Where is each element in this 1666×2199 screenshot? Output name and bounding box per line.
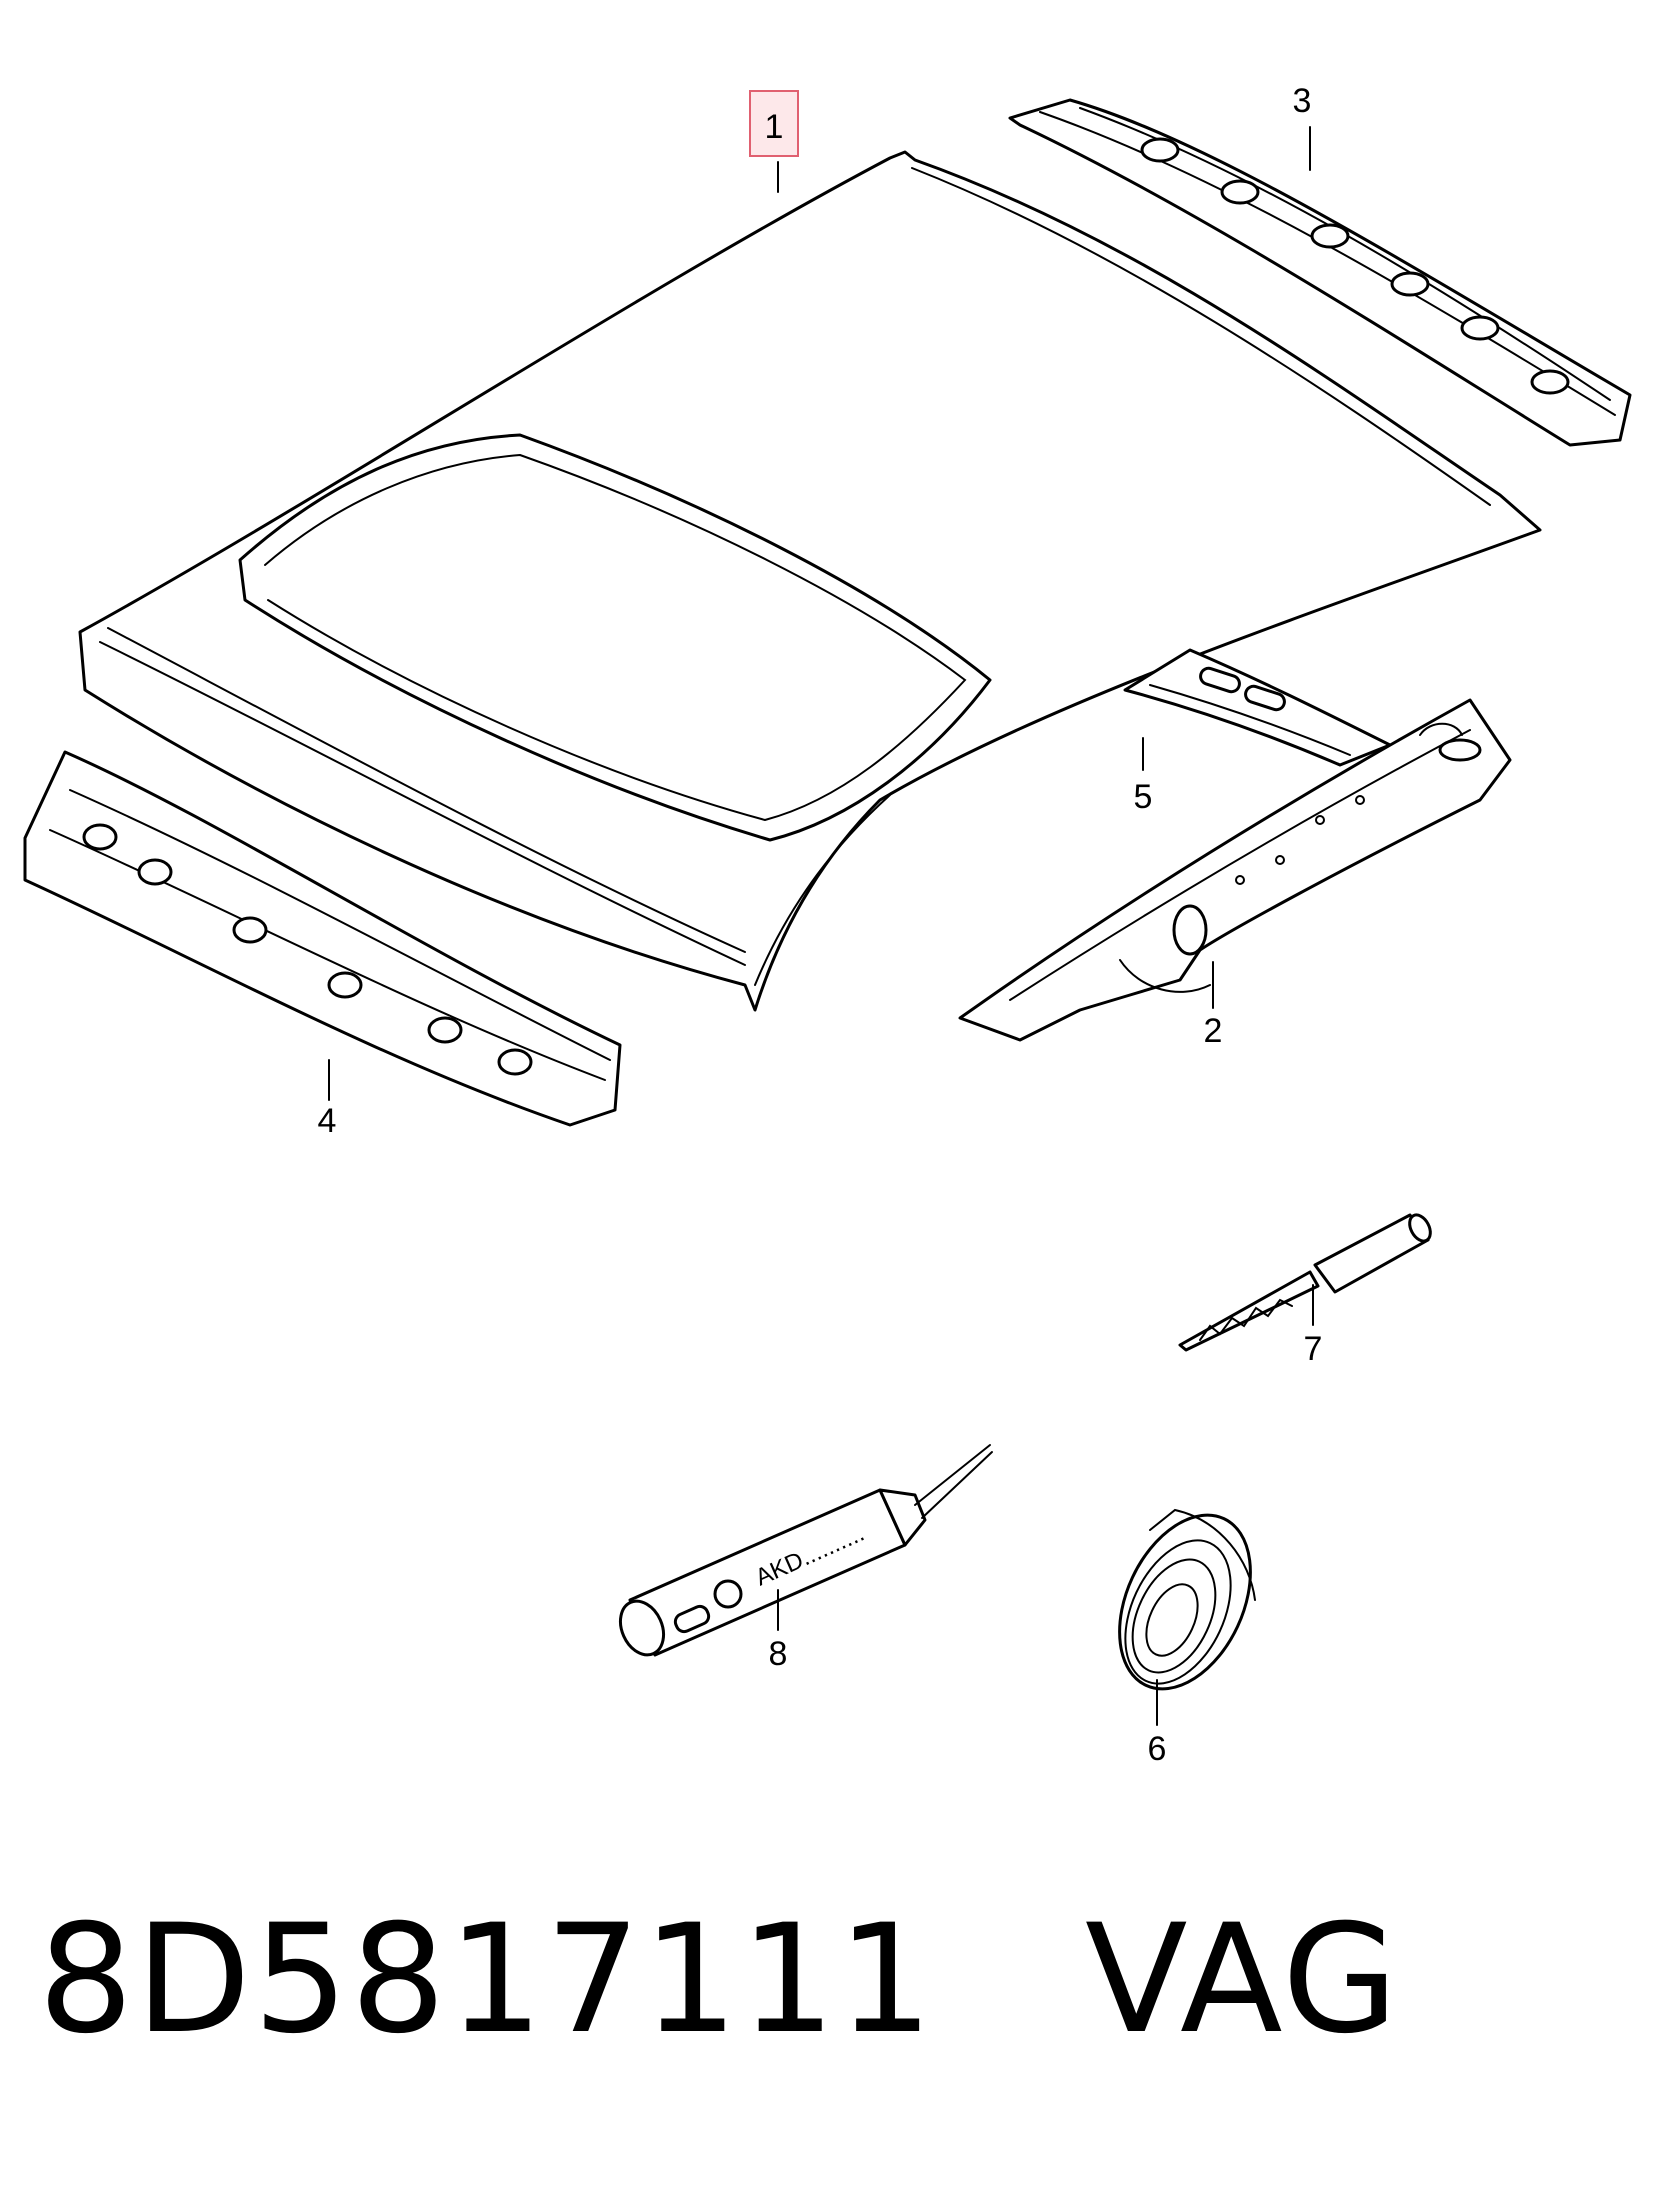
front-roof-crossmember bbox=[23, 750, 622, 1127]
callout-6: 6 bbox=[1148, 1730, 1167, 1768]
callout-1-highlight bbox=[749, 90, 799, 157]
adhesive-tape-roll bbox=[1118, 1508, 1256, 1691]
part-number: 8D5817111 bbox=[38, 1893, 935, 2067]
callout-8: 8 bbox=[769, 1635, 788, 1673]
callout-4: 4 bbox=[318, 1102, 337, 1140]
callout-1: 1 bbox=[765, 108, 784, 146]
callout-7: 7 bbox=[1304, 1330, 1323, 1368]
roof-bow bbox=[1123, 648, 1392, 767]
rivet bbox=[1178, 1213, 1432, 1352]
callout-5: 5 bbox=[1134, 778, 1153, 816]
side-rail-reinforcement bbox=[958, 698, 1512, 1042]
rear-roof-crossmember bbox=[1008, 98, 1632, 447]
roof-panel bbox=[78, 150, 1542, 1012]
leader-lines bbox=[328, 126, 1314, 1726]
callout-2: 2 bbox=[1204, 1012, 1223, 1050]
callout-3: 3 bbox=[1293, 82, 1312, 120]
brand-name: VAG bbox=[1084, 1893, 1401, 2067]
sealant-cartridge: AKD.......... bbox=[618, 1444, 993, 1657]
